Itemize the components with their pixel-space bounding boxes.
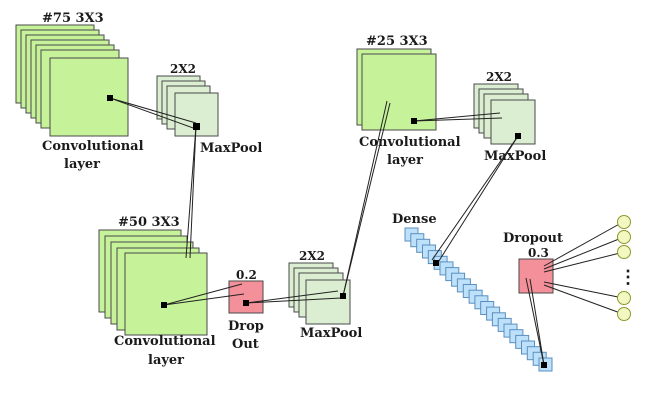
pool1-size-label: 2X2 [170,62,196,76]
connection-dots [107,95,547,368]
conv2-name-label-2: layer [148,353,184,368]
pool3-size-label: 2X2 [486,70,512,84]
conv1-name-label-2: layer [64,157,100,172]
maxpool-layer-3 [473,83,536,145]
drop1-name-label: Drop [228,319,264,334]
conv1-name-label: Convolutional [42,139,144,154]
drop2-rate-label: 0.3 [528,246,549,260]
output-neuron [617,307,631,321]
dense-name-label: Dense [392,212,437,227]
connections [109,97,625,366]
pool2-name-label: MaxPool [300,326,362,341]
output-ellipsis: ⋮ [619,267,637,288]
drop1-name-label-2: Out [232,337,259,352]
drop2-name-label: Dropout [503,231,563,246]
conv-layer-3 [356,48,437,131]
output-neuron [617,230,631,244]
pool2-size-label: 2X2 [299,249,325,263]
conv-layer-2 [98,229,208,336]
dense-layer [404,227,553,372]
pool1-name-label: MaxPool [200,141,262,156]
conv3-name-label-2: layer [387,153,423,168]
conv2-name-label: Convolutional [114,334,216,349]
conv1-filters-label: #75 3X3 [42,11,104,26]
conv3-name-label: Convolutional [359,135,461,150]
conv3-filters-label: #25 3X3 [366,34,428,49]
conv2-filters-label: #50 3X3 [118,215,180,230]
output-neuron [617,245,631,259]
maxpool-layer-1 [156,75,219,137]
output-neuron [617,291,631,305]
drop1-rate-label: 0.2 [236,268,257,282]
output-neuron [617,215,631,229]
pool3-name-label: MaxPool [484,149,546,164]
conv-layer-1 [15,24,129,137]
output-layer [617,215,631,321]
